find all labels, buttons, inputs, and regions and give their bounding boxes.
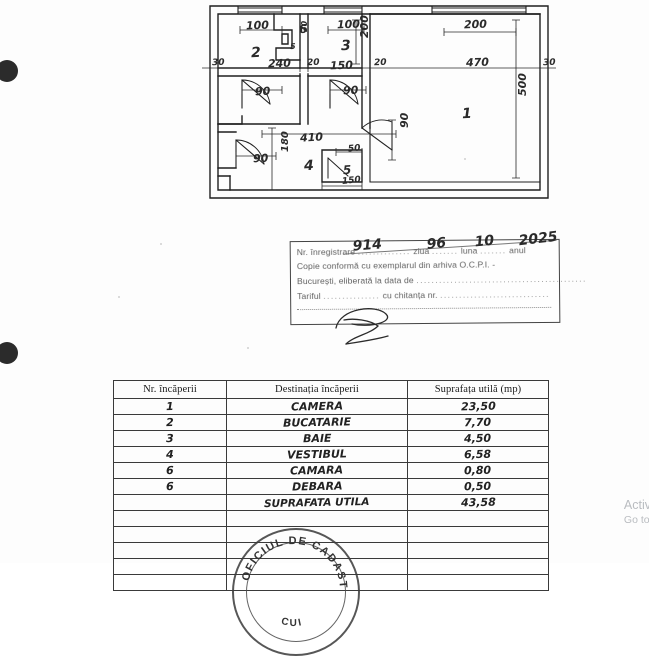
dimension-label: 90	[252, 151, 269, 166]
cell-empty	[407, 542, 549, 559]
table-row: 2 BUCATARIE 7,70	[113, 414, 549, 431]
dimension-label: 200	[358, 15, 371, 38]
column-header-suprafata: Suprafața utilă (mp)	[407, 380, 549, 399]
dimension-label: 150	[341, 175, 362, 187]
room-number-3: 3	[340, 37, 352, 55]
cell-empty	[113, 574, 227, 591]
svg-text:OFICIUL DE CADASTRU ROMÂNIA: OFICIUL DE CADASTRU ROMÂNIA	[232, 528, 349, 590]
table-row: 6 DEBARA 0,50	[113, 478, 549, 495]
cell-room-area: 4,50	[407, 430, 549, 447]
dimension-label: 470	[465, 55, 490, 70]
cell-room-area: 6,58	[407, 446, 549, 463]
cell-room-destination: DEBARA	[226, 478, 408, 495]
hole-punch-mark-bottom	[0, 342, 18, 364]
dimension-label: 30	[211, 57, 225, 69]
hole-punch-mark-top	[0, 60, 18, 82]
table-empty-row	[113, 510, 549, 527]
dimension-label: 30	[300, 20, 309, 32]
cell-empty	[407, 574, 549, 591]
room-number-2: 2	[250, 44, 262, 62]
cell-empty	[113, 526, 227, 543]
room-number-4: 4	[303, 157, 315, 175]
handwritten-signature	[335, 308, 389, 345]
dimension-label: 100	[245, 18, 270, 33]
column-header-nr: Nr. încăperii	[113, 380, 227, 399]
cell-total-nr	[113, 494, 227, 511]
cell-total-area: 43,58	[407, 494, 549, 511]
cell-room-destination: BAIE	[226, 430, 408, 447]
cell-room-area: 23,50	[407, 398, 549, 415]
dimension-label: 90	[398, 112, 411, 128]
cell-room-nr: 6	[113, 478, 227, 495]
room-number-1: 1	[461, 105, 473, 123]
scan-speck	[160, 243, 162, 245]
registration-chitanta-label: cu chitanța nr.	[382, 289, 438, 301]
cell-empty	[226, 510, 408, 527]
registration-line-1: Nr. înregistrare .............. ziua ...…	[296, 245, 526, 258]
cell-room-nr: 1	[113, 398, 227, 415]
windows-activation-watermark: Activ Go to	[624, 498, 649, 528]
cell-room-area: 0,50	[407, 478, 549, 495]
dimension-label: 240	[267, 56, 292, 71]
cell-room-destination: BUCATARIE	[226, 414, 408, 431]
dimension-label: 5	[289, 41, 296, 52]
scan-speck	[118, 296, 120, 298]
dimension-label: 100	[336, 17, 361, 32]
table-row: 1 CAMERA 23,50	[113, 398, 549, 415]
cell-room-nr: 4	[113, 446, 227, 463]
dimension-label: 20	[306, 57, 320, 69]
cell-empty	[113, 542, 227, 559]
floor-plan-drawing	[196, 0, 566, 212]
dimension-label: 90	[342, 83, 359, 98]
handwritten-registration-number: 914	[352, 236, 383, 255]
cell-empty	[407, 558, 549, 575]
table-row: 6 CAMARA 0,80	[113, 462, 549, 479]
cell-room-destination: CAMERA	[226, 398, 408, 415]
dimension-label: 30	[542, 57, 556, 69]
dimension-label: 150	[329, 58, 354, 73]
activation-title: Activ	[623, 498, 649, 512]
cell-room-nr: 6	[113, 462, 227, 479]
handwritten-day: 96	[425, 235, 447, 253]
dimension-label: 410	[299, 130, 324, 145]
column-header-destinatie: Destinația încăperii	[226, 380, 408, 399]
dimension-label: 500	[516, 73, 529, 96]
table-total-row: SUPRAFATA UTILA 43,58	[113, 494, 549, 511]
dimension-label: 50	[347, 143, 362, 155]
cell-room-nr: 3	[113, 430, 227, 447]
cell-room-area: 7,70	[407, 414, 549, 431]
dimension-label: 180	[280, 131, 291, 152]
registration-line-2: Copie conformă cu exemplarul din arhiva …	[296, 259, 496, 272]
svg-text:CUI: CUI	[280, 616, 304, 629]
table-header-row: Nr. încăperii Destinația încăperii Supra…	[113, 380, 549, 399]
dimension-label: 90	[254, 84, 271, 99]
activation-subtitle: Go to	[623, 514, 649, 526]
handwritten-month: 10	[473, 232, 495, 251]
cell-empty	[113, 558, 227, 575]
registration-tarif-label: Tariful	[297, 290, 321, 302]
cell-empty	[407, 526, 549, 543]
seal-text: OFICIUL DE CADASTRU ROMÂNIA CUI	[232, 528, 349, 629]
cell-room-destination: CAMARA	[226, 462, 408, 479]
cell-total-label: SUPRAFATA UTILA	[226, 494, 408, 511]
table-row: 3 BAIE 4,50	[113, 430, 549, 447]
cell-room-nr: 2	[113, 414, 227, 431]
registration-line-3-text: București, eliberată la data de	[296, 275, 414, 287]
dimension-label: 20	[373, 57, 387, 69]
dimension-label: 200	[463, 17, 488, 32]
table-row: 4 VESTIBUL 6,58	[113, 446, 549, 463]
scan-speck	[247, 347, 249, 349]
registration-line-3: București, eliberată la data de ........…	[296, 273, 587, 287]
cell-room-area: 0,80	[407, 462, 549, 479]
cell-room-destination: VESTIBUL	[226, 446, 408, 463]
scan-speck	[464, 158, 466, 160]
cell-empty	[113, 510, 227, 527]
registration-nr-label: Nr. înregistrare	[296, 246, 356, 258]
cell-empty	[407, 510, 549, 527]
